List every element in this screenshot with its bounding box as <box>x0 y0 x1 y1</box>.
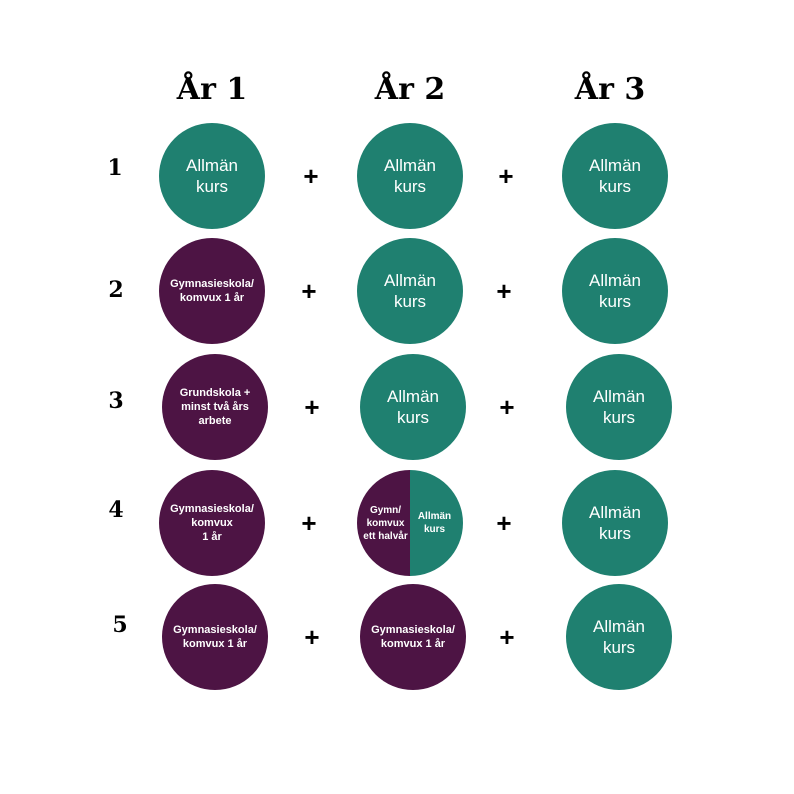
split-right-label: Allmän kurs <box>417 511 452 535</box>
plus-sign: + <box>499 392 515 422</box>
plus-sign: + <box>304 622 320 652</box>
plus-sign: + <box>499 622 515 652</box>
circle-label: Allmän kurs <box>186 156 238 196</box>
general-course-circle: Allmän kurs <box>159 123 265 229</box>
plus-sign: + <box>498 161 514 191</box>
circle-label: Gymnasieskola/ komvux 1 år <box>170 278 254 304</box>
plus-sign: + <box>303 161 319 191</box>
row-number-3: 3 <box>108 388 124 414</box>
circle-label: Allmän kurs <box>589 156 641 196</box>
split-left-label: Gymn/ komvux ett halvår <box>363 504 408 542</box>
general-course-circle: Allmän kurs <box>360 354 466 460</box>
header-year-3: År 3 <box>574 72 646 107</box>
circle-label: Allmän kurs <box>589 271 641 311</box>
plus-sign: + <box>301 276 317 306</box>
plus-sign: + <box>304 392 320 422</box>
plus-sign: + <box>496 276 512 306</box>
general-course-circle: Allmän kurs <box>562 123 668 229</box>
row-number-1: 1 <box>107 155 123 181</box>
header-year-1: År 1 <box>176 72 248 107</box>
general-course-circle: Allmän kurs <box>357 238 463 344</box>
circle-label: Allmän kurs <box>593 617 645 657</box>
row-number-4: 4 <box>108 497 124 523</box>
circle-label: Gymnasieskola/ komvux 1 år <box>170 503 254 543</box>
header-year-2: År 2 <box>374 72 446 107</box>
circle-label: Gymnasieskola/ komvux 1 år <box>173 624 257 650</box>
row-number-5: 5 <box>112 612 128 638</box>
school-circle: Grundskola + minst två års arbete <box>162 354 268 460</box>
school-circle: Gymnasieskola/ komvux 1 år <box>159 470 265 576</box>
school-circle: Gymnasieskola/ komvux 1 år <box>360 584 466 690</box>
general-course-circle: Allmän kurs <box>566 354 672 460</box>
circle-label: Gymnasieskola/ komvux 1 år <box>371 624 455 650</box>
circle-label: Allmän kurs <box>384 271 436 311</box>
circle-label: Grundskola + minst två års arbete <box>179 387 251 427</box>
school-circle: Gymnasieskola/ komvux 1 år <box>162 584 268 690</box>
split-circle: Gymn/ komvux ett halvår Allmän kurs <box>357 470 463 576</box>
row-number-2: 2 <box>108 277 124 303</box>
general-course-circle: Allmän kurs <box>562 470 668 576</box>
general-course-circle: Allmän kurs <box>566 584 672 690</box>
plus-sign: + <box>301 508 317 538</box>
circle-label: Allmän kurs <box>593 387 645 427</box>
circle-label: Allmän kurs <box>387 387 439 427</box>
circle-label: Allmän kurs <box>589 503 641 543</box>
general-course-circle: Allmän kurs <box>562 238 668 344</box>
general-course-circle: Allmän kurs <box>357 123 463 229</box>
school-circle: Gymnasieskola/ komvux 1 år <box>159 238 265 344</box>
plus-sign: + <box>496 508 512 538</box>
circle-label: Allmän kurs <box>384 156 436 196</box>
